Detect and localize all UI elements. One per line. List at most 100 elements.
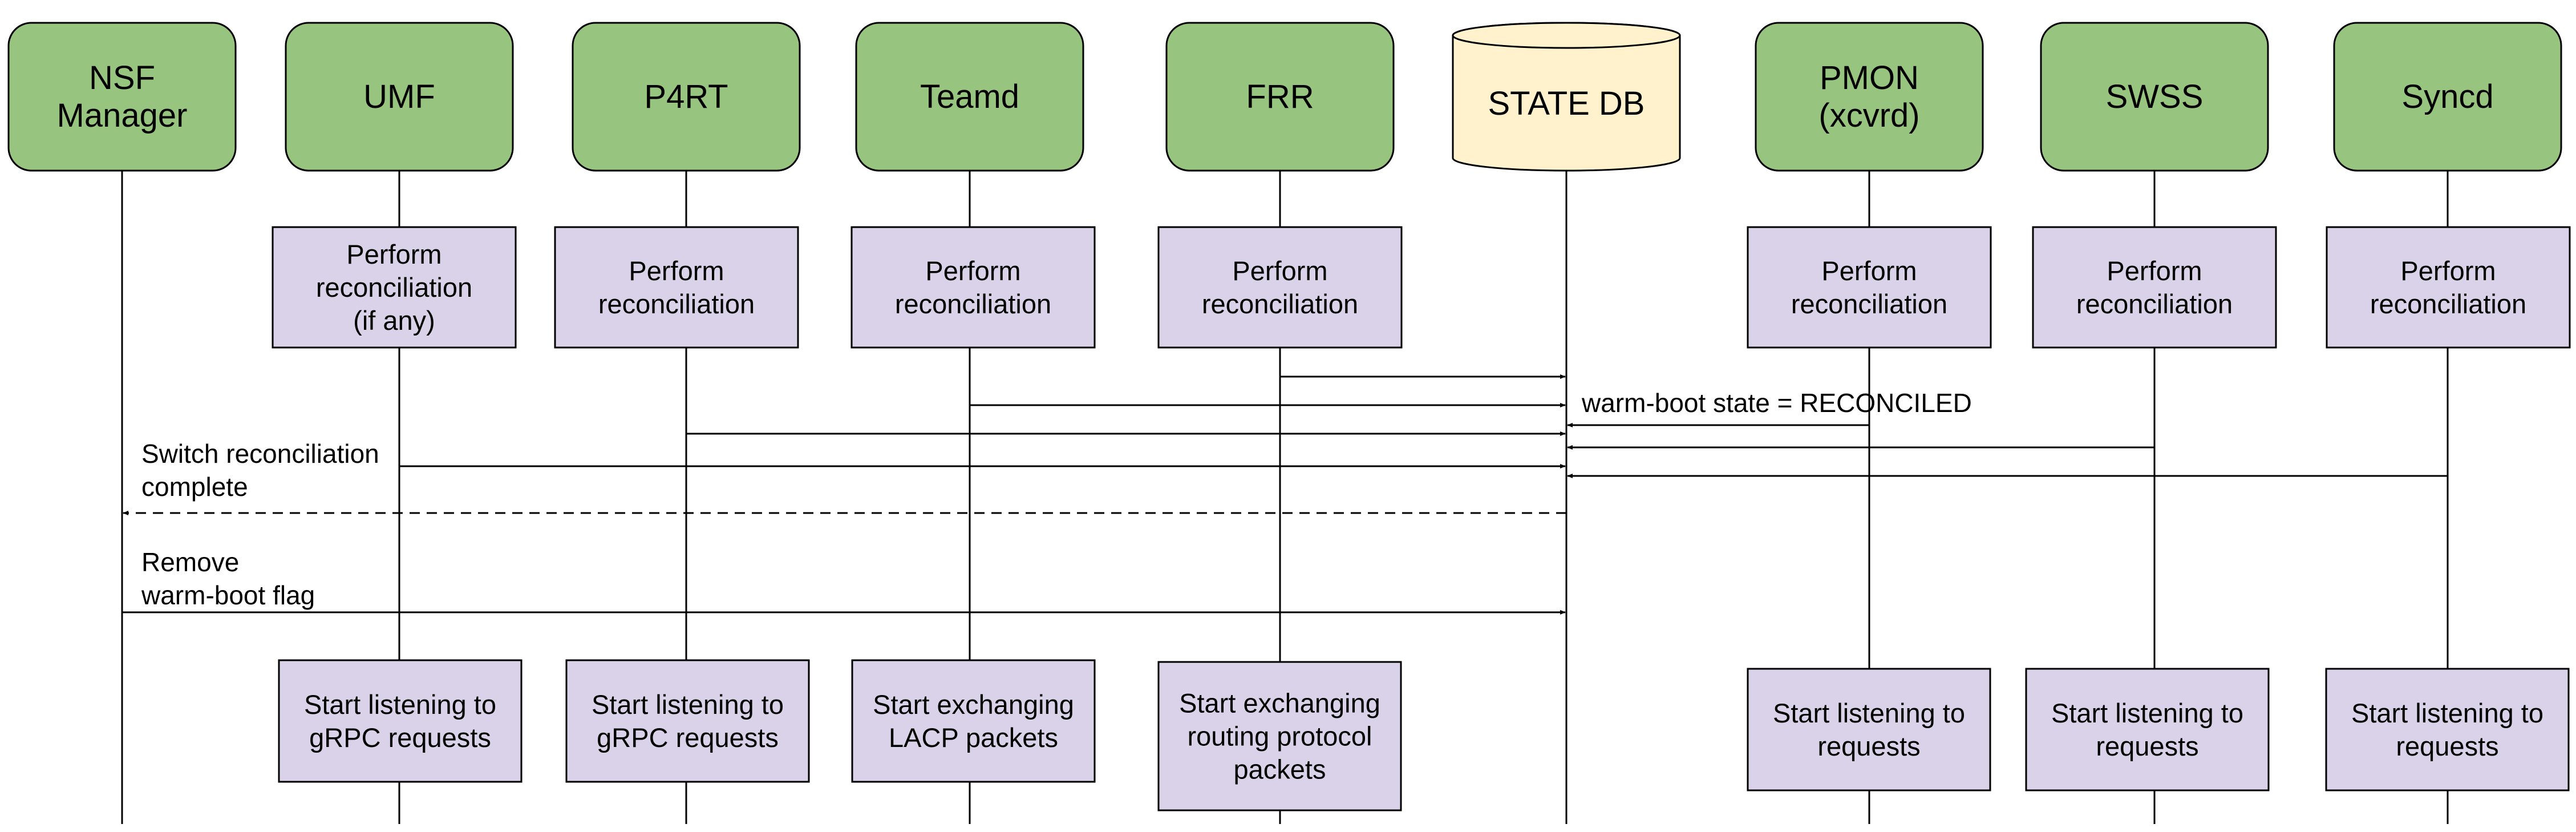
participant-label: Syncd: [2401, 78, 2493, 115]
participant-box: [1165, 22, 1395, 172]
process-box: [278, 659, 523, 783]
participant-teamd: Teamd: [855, 22, 1084, 172]
participant-box: [572, 22, 801, 172]
process-box: [2032, 226, 2277, 349]
process-box-label: routing protocol: [1188, 721, 1372, 752]
process-box: [1747, 668, 1991, 791]
process-box-label: gRPC requests: [597, 722, 779, 753]
process-box-label: Start exchanging: [873, 689, 1074, 720]
process-box-label: reconciliation: [1791, 289, 1947, 319]
process-box-label: Start listening to: [304, 689, 496, 720]
process-box-label: reconciliation: [2370, 289, 2526, 319]
process-box-label: reconciliation: [316, 272, 472, 302]
message-label: Remove: [141, 547, 239, 577]
process-box-label: Start exchanging: [1179, 688, 1380, 718]
process-box: [2025, 668, 2270, 791]
participant-label: SWSS: [2106, 78, 2204, 115]
process-box: [1157, 226, 1403, 349]
participant-label: Manager: [57, 97, 188, 134]
participant-label: STATE DB: [1488, 85, 1645, 122]
process-box-label: LACP packets: [889, 722, 1058, 753]
participant-box: [1755, 22, 1984, 172]
process-box-label: reconciliation: [598, 289, 755, 319]
participant-box: [2040, 22, 2269, 172]
participant-state-db: STATE DB: [1452, 22, 1681, 172]
process-box-label: Perform: [346, 239, 442, 269]
process-box: [272, 226, 517, 349]
participant-box: [855, 22, 1084, 172]
process-box-label: Perform: [1821, 256, 1917, 286]
message-pmon-to-state-db: warm-boot state = RECONCILED: [1567, 388, 1972, 427]
process-box: [1747, 226, 1992, 349]
message-label: warm-boot flag: [141, 580, 315, 610]
process-box: [2325, 668, 2570, 791]
participant-box: [285, 22, 514, 172]
process-box-label: Start listening to: [592, 689, 784, 720]
process-box-label: requests: [2396, 731, 2498, 761]
participant-label: Teamd: [920, 78, 1019, 115]
participant-label: UMF: [363, 78, 435, 115]
process-box: [851, 659, 1096, 783]
database-cylinder-top: [1452, 22, 1681, 49]
process-box-label: reconciliation: [2076, 289, 2233, 319]
participant-frr: FRR: [1165, 22, 1395, 172]
process-box-label: Perform: [925, 256, 1020, 286]
participant-label: FRR: [1246, 78, 1314, 115]
participant-swss: SWSS: [2040, 22, 2269, 172]
process-box-label: Start listening to: [1773, 698, 1965, 728]
participant-box: [7, 22, 237, 172]
message-label: Switch reconciliation: [141, 439, 379, 468]
process-box-label: requests: [2096, 731, 2198, 761]
participant-pmon: PMON(xcvrd): [1755, 22, 1984, 172]
process-box-label: Perform: [2400, 256, 2496, 286]
process-box-label: Start listening to: [2351, 698, 2543, 728]
process-box: [2326, 226, 2571, 349]
participant-syncd: Syncd: [2333, 22, 2562, 172]
messages: warm-boot state = RECONCILED Switch recon…: [122, 374, 2448, 615]
participant-label: P4RT: [644, 78, 728, 115]
process-box: [1157, 661, 1402, 811]
process-box-label: Perform: [1232, 256, 1327, 286]
process-box-label: Perform: [2107, 256, 2202, 286]
process-box: [565, 659, 810, 783]
message-state-db-to-nsf-manager: Switch reconciliation complete: [123, 439, 1566, 515]
process-box-label: requests: [1817, 731, 1920, 761]
participant-box: [2333, 22, 2562, 172]
message-label: complete: [141, 472, 248, 502]
participant-label: (xcvrd): [1818, 97, 1919, 134]
participant-p4rt: P4RT: [572, 22, 801, 172]
process-box-label: Start listening to: [2051, 698, 2243, 728]
process-box-label: reconciliation: [895, 289, 1051, 319]
process-box-label: Perform: [629, 256, 724, 286]
participant-umf: UMF: [285, 22, 514, 172]
participant-label: PMON: [1820, 59, 1919, 96]
process-box: [554, 226, 799, 349]
process-box-label: gRPC requests: [309, 722, 491, 753]
process-box-label: (if any): [353, 305, 435, 336]
process-box-label: packets: [1234, 754, 1326, 785]
process-box-label: reconciliation: [1202, 289, 1358, 319]
process-box: [850, 226, 1096, 349]
participant-label: NSF: [89, 59, 155, 96]
message-label: warm-boot state = RECONCILED: [1581, 388, 1972, 418]
